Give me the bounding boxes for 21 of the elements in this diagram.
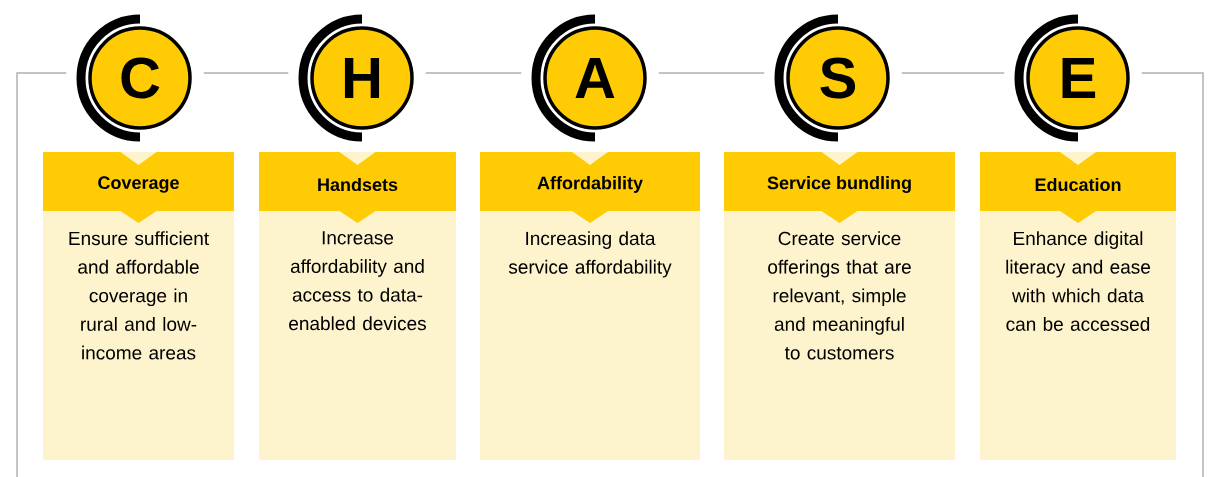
card-heading: Handsets <box>318 177 398 192</box>
connector-line <box>1141 72 1204 477</box>
card-text: Ensure sufficient and affordable coverage in rural and low-income areas <box>69 231 209 360</box>
card-text: Increasing data service affordability <box>508 231 672 278</box>
card <box>259 152 456 460</box>
connector-line <box>901 72 1005 74</box>
card-text: Create service offerings that are relevant, simple and meaningful to customers <box>768 231 911 360</box>
card-heading: Coverage <box>98 176 179 193</box>
connector-line <box>658 72 765 74</box>
card-text: Enhance digital literacy and ease with which data can be accessed <box>1006 231 1150 331</box>
card-heading: Affordability <box>537 176 643 193</box>
card <box>724 152 955 460</box>
card <box>43 152 234 460</box>
card-heading: Education <box>1035 177 1121 192</box>
card <box>980 152 1176 460</box>
card <box>480 152 700 460</box>
connector-line <box>425 72 522 74</box>
connector-line <box>203 72 289 74</box>
card-heading: Service bundling <box>767 176 911 193</box>
connector-line <box>16 72 67 477</box>
card-text: Increase affordability and access to data-enabled devices <box>289 231 426 331</box>
